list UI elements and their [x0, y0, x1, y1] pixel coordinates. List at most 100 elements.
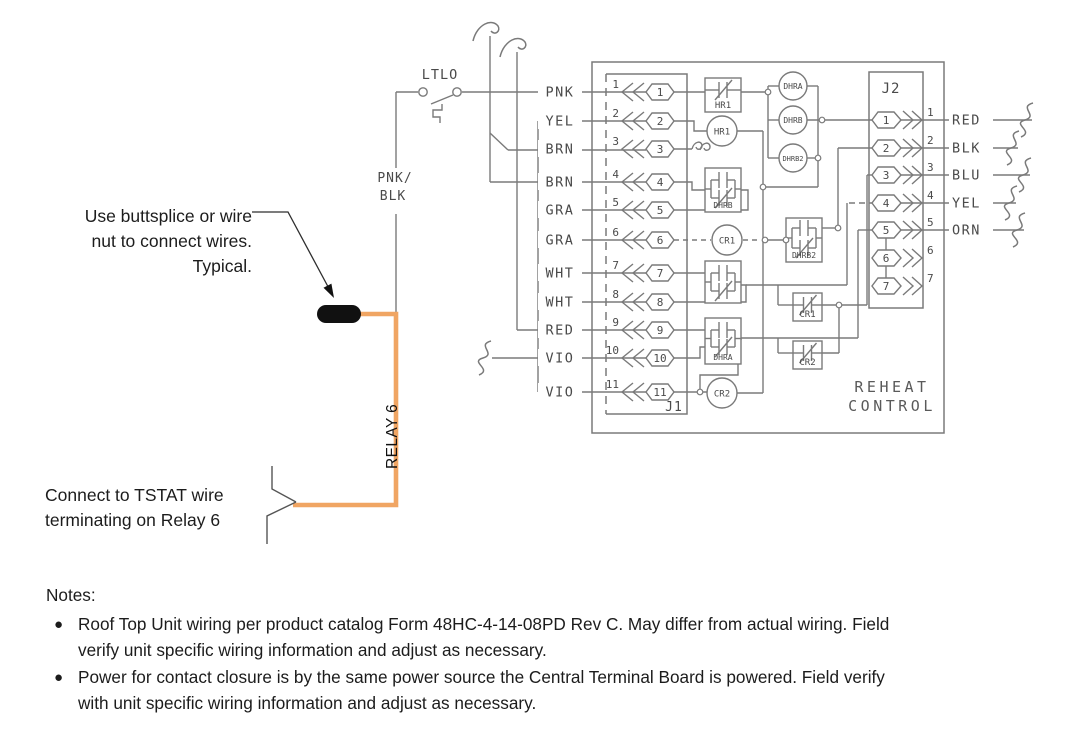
wire-label-bg: [949, 111, 993, 128]
wire-color-label: GRA: [546, 203, 575, 219]
hr1-contact-box-label: HR1: [715, 101, 731, 111]
wire-color-label: BRN: [546, 175, 575, 191]
hr1-contact-box: [704, 77, 742, 113]
j1-pin-hex-number: 1: [657, 86, 664, 99]
j2-pin-number: 6: [927, 244, 934, 257]
j2-pin-5: [871, 221, 902, 239]
chevron-left-icon: [620, 172, 634, 192]
chevron-left-icon: [620, 139, 634, 159]
j1-label: J1: [665, 400, 683, 415]
junction-dot: [764, 88, 772, 96]
j2-pin-4: [871, 194, 902, 212]
j1-pin-5: [645, 201, 675, 219]
wire: [674, 346, 705, 359]
wire-label-bg: [538, 383, 582, 400]
chevron-right-icon: [911, 193, 924, 213]
cr1-contact-box-label: CR1: [799, 310, 815, 320]
chevron-right-icon: [911, 220, 924, 240]
note-line: Roof Top Unit wiring per product catalog…: [78, 614, 890, 634]
j1-pin-hex-number: 3: [657, 143, 664, 156]
ltlo-switch-terminal: [418, 87, 428, 97]
dhra-coil-label: DHRA: [783, 82, 802, 91]
chevron-right-icon: [911, 165, 924, 185]
wire-break-icon: [1019, 102, 1034, 138]
chevron-right-icon: [902, 276, 915, 296]
chevron-left-icon: [631, 139, 645, 159]
chevron-right-icon: [911, 110, 924, 130]
j2-pin-hex-number: 6: [883, 252, 890, 265]
wire-color-label: VIO: [546, 385, 575, 401]
dhrb2-coil: [778, 143, 808, 173]
wire-label-bg: [538, 321, 582, 338]
cr1-coil-label: CR1: [719, 237, 735, 247]
wire: [714, 280, 733, 302]
j2-label: J2: [882, 81, 901, 97]
annotation-buttsplice: Use buttsplice or wire nut to connect wi…: [40, 204, 252, 279]
wire: [714, 79, 733, 101]
annotation-line: Typical.: [192, 256, 252, 276]
wire: [714, 187, 733, 209]
chevron-left-icon: [631, 382, 645, 402]
wire-break-icon: [1005, 130, 1020, 166]
note-item: ● Power for contact closure is by the sa…: [46, 665, 1056, 716]
chevron-right-icon: [911, 276, 924, 296]
j2-pin-7: [871, 277, 902, 295]
j2-pin-hex-number: 5: [883, 224, 890, 237]
chevron-right-icon: [902, 165, 915, 185]
wire-label-bg: [538, 264, 582, 281]
wire: [674, 120, 707, 132]
j2-connector-box: [868, 71, 924, 309]
j2-pin-hex-number: 7: [883, 280, 890, 293]
wire-break-icon: [271, 466, 297, 503]
wire-label-bg: [949, 194, 993, 211]
dhrb2-contact-box-label: DHRB2: [792, 251, 816, 260]
chevron-left-icon: [620, 382, 634, 402]
j1-pin-hex-number: 8: [657, 296, 664, 309]
junction-dot: [761, 236, 769, 244]
notes-section: Notes: ● Roof Top Unit wiring per produc…: [46, 585, 1056, 716]
j1-pin-number: 8: [612, 288, 619, 301]
j1-pin-hex-number: 10: [653, 352, 666, 365]
j2-pin-2: [871, 139, 902, 157]
output-wire-label: RED: [952, 113, 981, 129]
chevron-left-icon: [620, 82, 634, 102]
wire-color-label: PNK: [546, 85, 575, 101]
wire-label-bg: [538, 293, 582, 310]
hr1-coil-label: HR1: [714, 128, 730, 138]
ltlo-switch-blade: [430, 94, 454, 105]
chevron-left-icon: [631, 348, 645, 368]
leader-arrowhead: [323, 283, 334, 298]
wire-break-icon: [266, 501, 297, 544]
j2-pin-3: [871, 166, 902, 184]
wire: [489, 132, 509, 151]
wire: [714, 336, 733, 358]
chevron-left-icon: [620, 320, 634, 340]
j2-pin-number: 2: [927, 134, 934, 147]
j1-pin-hex-number: 2: [657, 115, 664, 128]
chevron-left-icon: [620, 292, 634, 312]
j2-pin-hex-number: 2: [883, 142, 890, 155]
j1-pin-number: 7: [612, 259, 619, 272]
wire-label-bg: [538, 140, 582, 157]
j1-pin-hex-number: 7: [657, 267, 664, 280]
junction-dot: [818, 116, 826, 124]
j1-pin-number: 2: [612, 107, 619, 120]
ltlo-switch-element: [432, 104, 443, 123]
note-item: ● Roof Top Unit wiring per product catal…: [46, 612, 1056, 663]
j1-pin-number: 10: [606, 344, 619, 357]
chevron-left-icon: [631, 320, 645, 340]
note-line: Power for contact closure is by the same…: [78, 667, 885, 687]
chevron-left-icon: [631, 230, 645, 250]
annotation-line: terminating on Relay 6: [45, 510, 221, 530]
j1-pin-number: 5: [612, 196, 619, 209]
j1-pin-number: 6: [612, 226, 619, 239]
cr1-contact-box: [792, 292, 823, 322]
wire-color-label: WHT: [546, 266, 575, 282]
chevron-left-icon: [620, 230, 634, 250]
j2-pin-hex-number: 3: [883, 169, 890, 182]
wire-label-bg: [538, 231, 582, 248]
board-title: REHEAT: [854, 378, 929, 396]
chevron-left-icon: [620, 263, 634, 283]
chevron-right-icon: [902, 110, 915, 130]
